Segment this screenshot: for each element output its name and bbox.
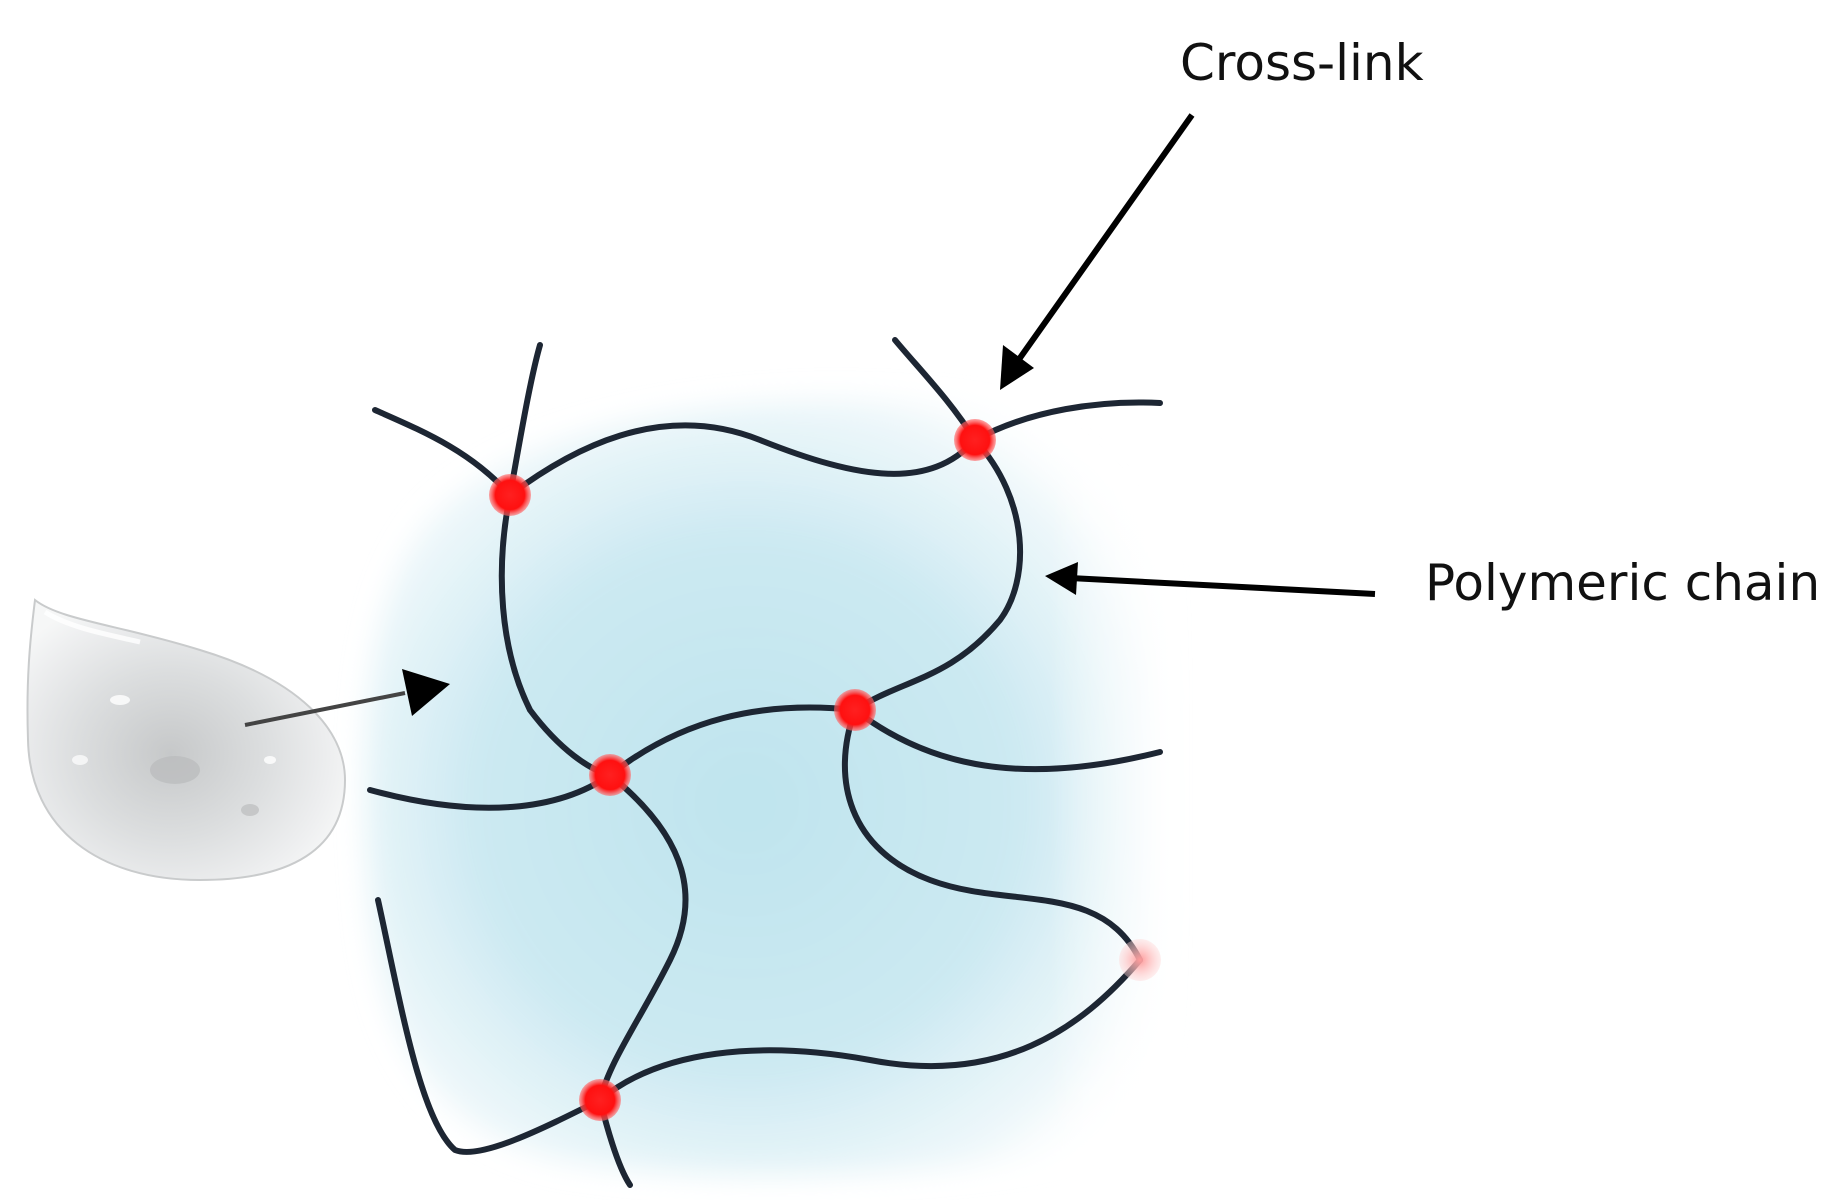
crosslink-arrow [1012, 113, 1195, 367]
water-droplet-icon [26, 598, 347, 882]
crosslink-label: Cross-link [1180, 34, 1424, 92]
polymer-chain [498, 492, 613, 778]
polymer-chain [597, 772, 689, 1103]
polymer-chain [367, 772, 613, 811]
polymer-chain [852, 437, 1023, 713]
polymer-network [367, 337, 1163, 1188]
crosslink-node [589, 754, 631, 796]
crosslink-node [834, 689, 876, 731]
arrows [244, 113, 1376, 727]
absorption-arrowhead [402, 669, 450, 716]
crosslink-node [579, 1079, 621, 1121]
crosslink-node [489, 474, 531, 516]
polymer-chain [507, 422, 978, 498]
polymer-chain [852, 707, 1163, 773]
absorption-arrow [244, 691, 406, 727]
polymeric-chain-label: Polymeric chain [1425, 554, 1820, 612]
hydrogel-background [365, 380, 1180, 1180]
polymer-chain [972, 399, 1163, 443]
polymer-chain [375, 897, 603, 1155]
crosslink-node [954, 419, 996, 461]
polymer-chain [841, 707, 1143, 963]
crosslink-arrowhead [1000, 345, 1034, 390]
crosslink-nodes [489, 419, 1161, 1121]
polymeric-chain-arrow [1069, 575, 1376, 597]
crosslink-node-faded [1119, 939, 1161, 981]
polymer-chain [597, 957, 1143, 1103]
polymer-chain [607, 704, 858, 778]
polymeric-chain-arrowhead [1045, 562, 1078, 595]
